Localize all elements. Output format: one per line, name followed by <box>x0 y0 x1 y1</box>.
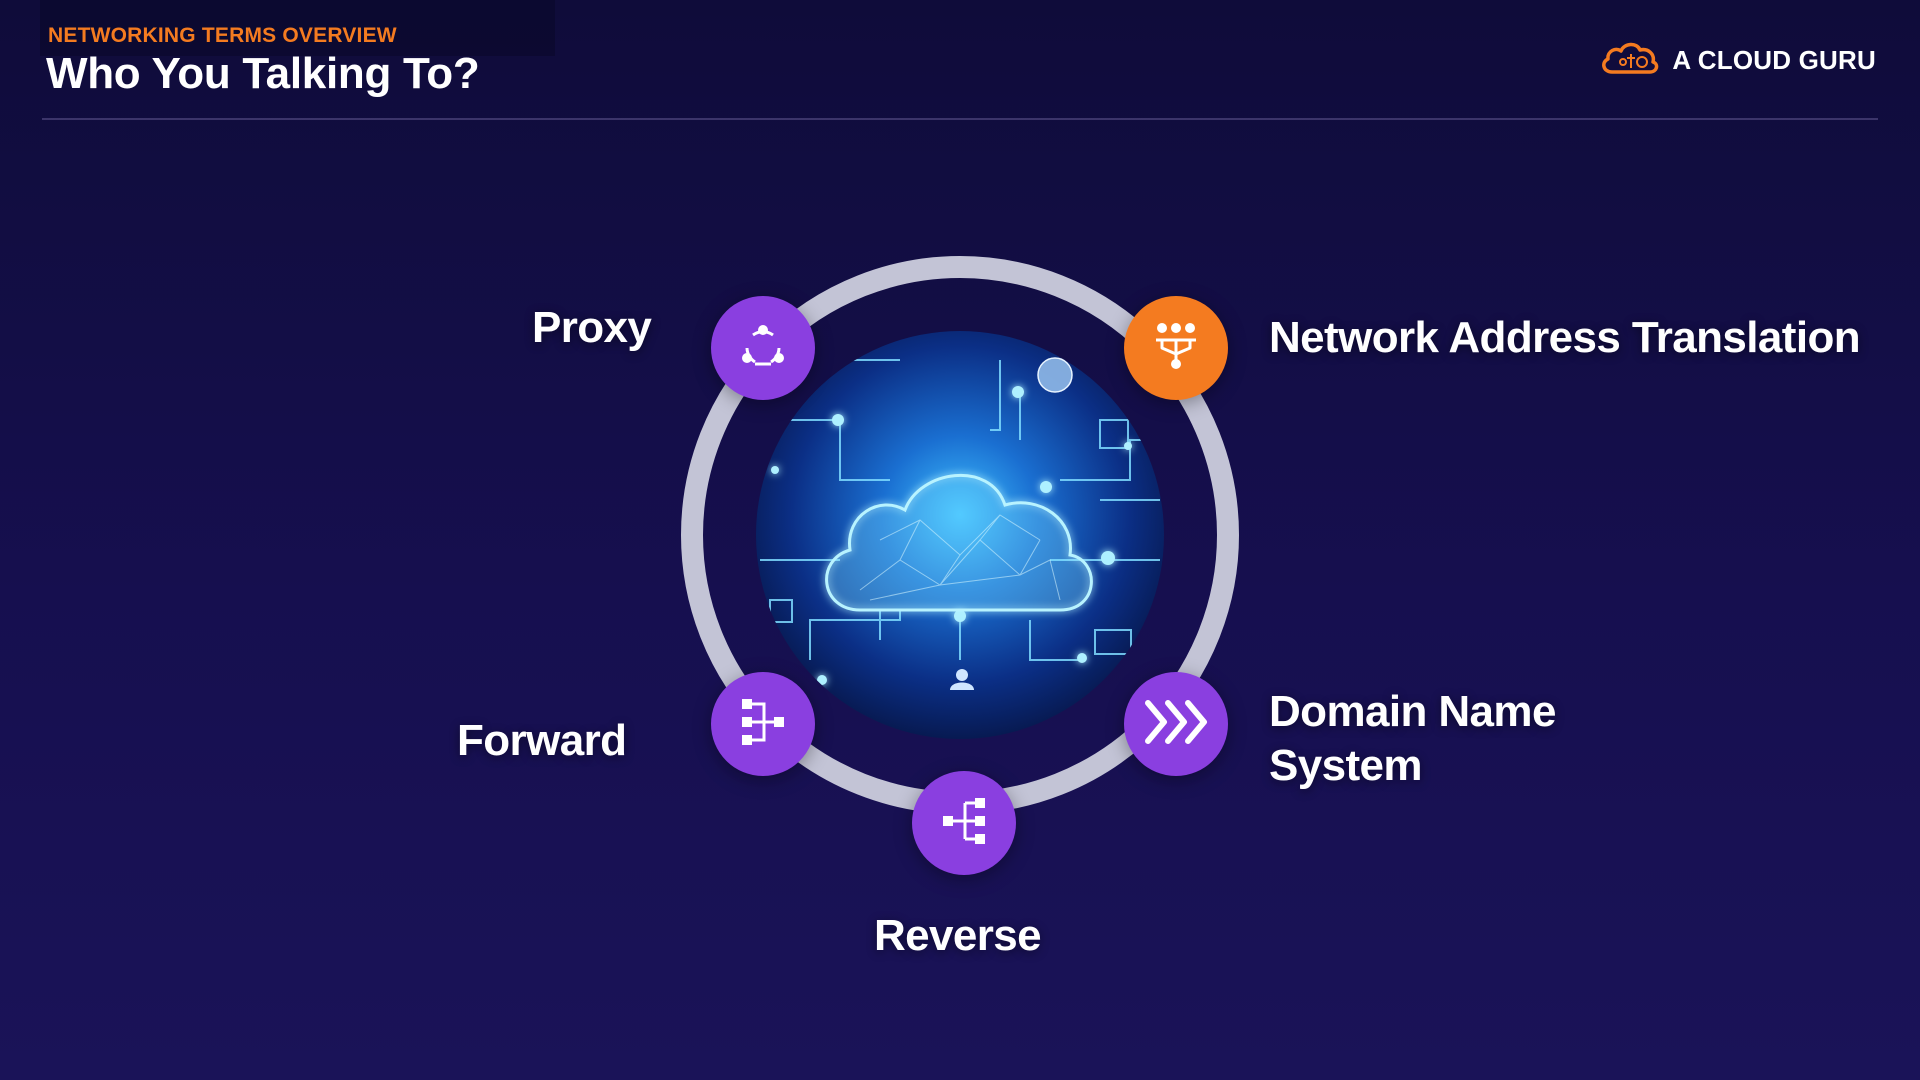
forward-node[interactable] <box>711 672 815 776</box>
header-divider <box>42 118 1878 120</box>
triple-chevron-right-icon <box>1142 697 1210 752</box>
slide-title: Who You Talking To? <box>46 49 480 98</box>
cloud-logo-icon <box>1598 38 1660 83</box>
reverse-node[interactable] <box>912 771 1016 875</box>
brand-name: A CLOUD GURU <box>1672 44 1876 75</box>
brand-logo: A CLOUD GURU <box>1598 40 1876 80</box>
nat-label: Network Address Translation <box>1269 313 1861 362</box>
header-backdrop <box>40 0 555 56</box>
proxy-label: Proxy <box>532 303 652 352</box>
dns-label-line1: Domain Name <box>1269 687 1556 736</box>
dns-label: Domain Name System <box>1269 685 1556 793</box>
reverse-tree-icon <box>935 792 993 855</box>
share-nodes-icon <box>735 318 791 379</box>
proxy-node[interactable] <box>711 296 815 400</box>
forward-tree-icon <box>734 693 792 756</box>
forward-label: Forward <box>457 716 627 765</box>
dns-label-line2: System <box>1269 741 1423 790</box>
network-hub-icon <box>1146 316 1206 381</box>
dns-node[interactable] <box>1124 672 1228 776</box>
nat-node[interactable] <box>1124 296 1228 400</box>
cloud-network-illustration <box>756 331 1164 739</box>
reverse-label: Reverse <box>874 911 1042 960</box>
slide-subtitle: NETWORKING TERMS OVERVIEW <box>48 24 397 47</box>
